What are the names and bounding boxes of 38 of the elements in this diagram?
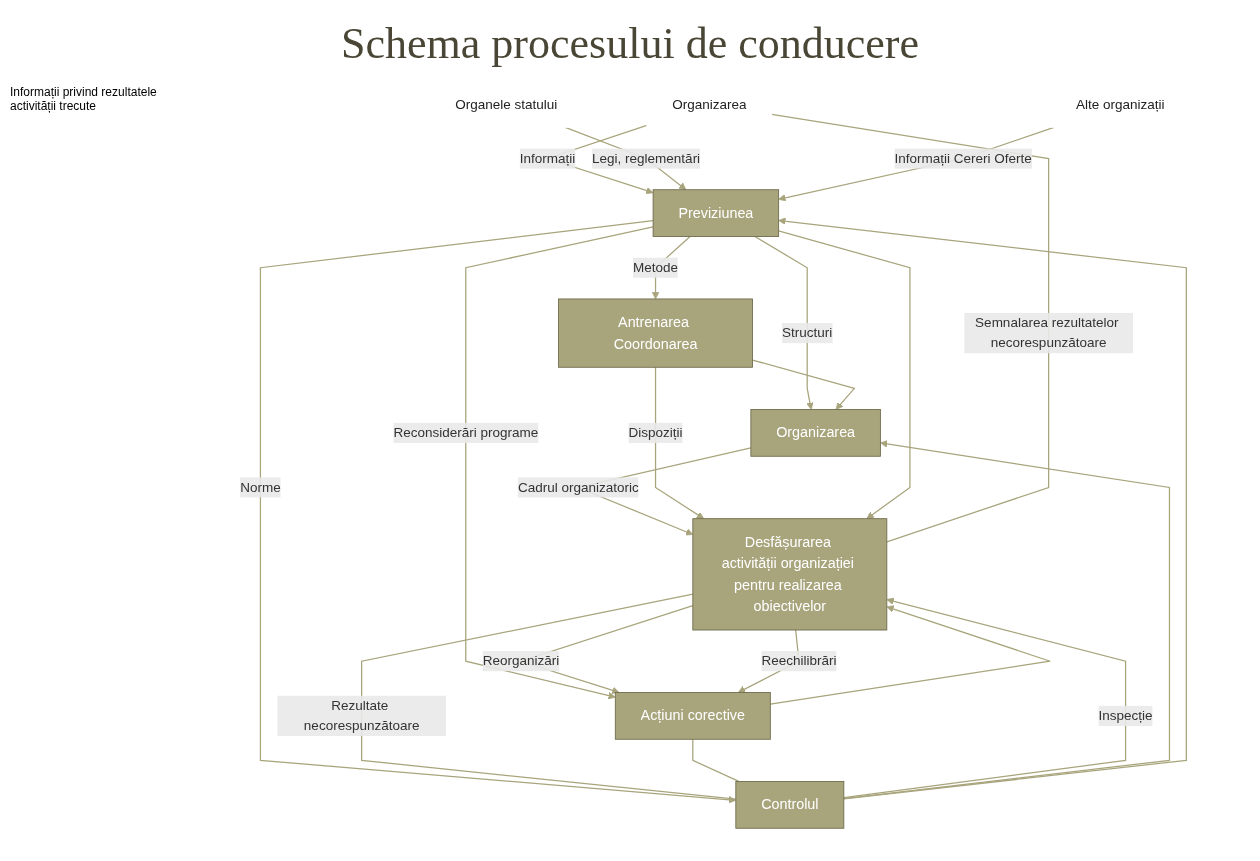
arrow bbox=[778, 230, 911, 519]
note-text: Informații privind rezultatele activității trecute bbox=[10, 85, 158, 113]
arrow bbox=[843, 597, 1127, 799]
edge-label: Reconsiderări programe bbox=[393, 425, 539, 440]
connector bbox=[692, 738, 740, 783]
edge-label: Inspecție bbox=[1098, 708, 1153, 723]
node-box: Organizarea bbox=[750, 409, 881, 457]
edge-label: Semnalarea rezultatelor necorespunzătoare bbox=[975, 315, 1119, 350]
connector bbox=[361, 593, 737, 800]
edge-label: Metode bbox=[633, 260, 679, 275]
node-box: Antrenarea Coordonarea bbox=[558, 298, 753, 368]
arrow bbox=[778, 217, 1187, 800]
arrow bbox=[769, 605, 1051, 705]
edge-label: Structuri bbox=[782, 325, 833, 340]
edge-label: Informații bbox=[519, 150, 576, 166]
edge-label: Norme bbox=[240, 479, 281, 495]
node-text: Organizarea bbox=[672, 96, 747, 112]
arrow bbox=[465, 226, 654, 700]
arrow bbox=[654, 366, 705, 519]
edge-label: Informații Cereri Oferte bbox=[894, 150, 1032, 166]
edge-label: Dispoziții bbox=[628, 425, 683, 440]
title: Schema procesului de conducere bbox=[341, 18, 919, 69]
edge-label: Cadrul organizatoric bbox=[517, 479, 639, 495]
arrow bbox=[843, 440, 1171, 800]
node-box: Controlul bbox=[735, 781, 845, 829]
edge-label: Legi, reglementări bbox=[592, 150, 701, 166]
edge-label: Rezultate necorespunzătoare bbox=[303, 698, 420, 733]
node-box: Desfășurarea activității organizației pentru realizarea obiectivelor bbox=[692, 518, 888, 631]
edge-label: Reorganizări bbox=[482, 653, 560, 668]
node-text: Organele statului bbox=[455, 96, 558, 112]
arrow bbox=[754, 235, 814, 410]
node-box: Acțiuni corective bbox=[614, 692, 771, 740]
node-box: Previziunea bbox=[652, 189, 780, 237]
edge-label: Reechilibrări bbox=[761, 653, 837, 668]
node-text: Alte organizații bbox=[1075, 96, 1165, 112]
arrow bbox=[259, 220, 737, 804]
connector bbox=[771, 113, 1050, 543]
arrow bbox=[751, 359, 856, 410]
